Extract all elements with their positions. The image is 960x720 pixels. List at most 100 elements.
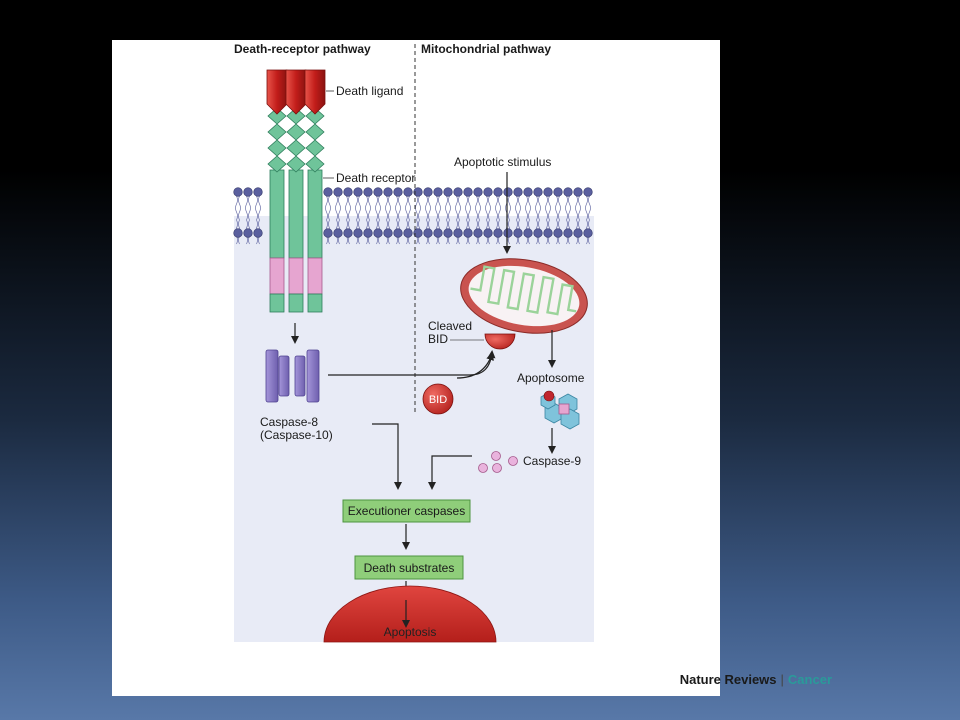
receptor-domain-diamond <box>286 139 306 157</box>
receptor-domain-diamond <box>267 139 287 157</box>
receptor-domain-diamond <box>286 155 306 173</box>
lipid-head <box>383 228 393 238</box>
receptor-extracellular-domain <box>267 107 325 173</box>
lipid-head <box>403 187 413 197</box>
death-receptor-complex <box>266 69 326 313</box>
lipid-head <box>473 187 483 197</box>
lipid-head <box>523 228 533 238</box>
lipid-head <box>553 187 563 197</box>
lipid-head <box>493 228 503 238</box>
lipid-head <box>583 187 593 197</box>
lipid-head <box>423 228 433 238</box>
lipid-head <box>383 187 393 197</box>
lipid-head <box>463 187 473 197</box>
lipid-head <box>353 228 363 238</box>
mitochondrial-pathway-heading: Mitochondrial pathway <box>421 42 551 56</box>
caspase-8-label: Caspase-8 <box>260 415 318 429</box>
death-receptor-label: Death receptor <box>336 171 415 185</box>
lipid-head <box>343 228 353 238</box>
lipid-head <box>503 187 513 197</box>
lipid-head <box>533 228 543 238</box>
cleaved-label: Cleaved <box>428 319 472 333</box>
lipid-head <box>513 228 523 238</box>
lipid-head <box>333 187 343 197</box>
death-ligand <box>266 69 326 115</box>
lipid-head <box>443 228 453 238</box>
lipid-head <box>503 228 513 238</box>
lipid-head <box>473 228 483 238</box>
caspase-9-label: Caspase-9 <box>523 454 581 468</box>
caspase-10-label: (Caspase-10) <box>260 428 333 442</box>
apoptosome-icon <box>540 390 580 430</box>
source-credit: Nature Reviews|Cancer <box>680 672 832 687</box>
lipid-head <box>573 228 583 238</box>
journal-name: Nature Reviews <box>679 672 777 687</box>
receptor-domain-diamond <box>286 123 306 141</box>
lipid-head <box>373 228 383 238</box>
lipid-head <box>483 187 493 197</box>
lipid-head <box>373 187 383 197</box>
lipid-head <box>573 187 583 197</box>
lipid-head <box>413 228 423 238</box>
bid-label: BID <box>429 394 447 406</box>
lipid-head <box>543 228 553 238</box>
lipid-head <box>393 228 403 238</box>
apoptosis-label: Apoptosis <box>384 625 437 639</box>
lipid-head <box>433 228 443 238</box>
receptor-domain-diamond <box>267 155 287 173</box>
lipid-head <box>253 187 263 197</box>
receptor-domain-diamond <box>305 139 325 157</box>
lipid-head <box>443 187 453 197</box>
lipid-head <box>533 187 543 197</box>
lipid-head <box>463 228 473 238</box>
executioner-caspases-label: Executioner caspases <box>348 504 465 518</box>
lipid-head <box>353 187 363 197</box>
lipid-head <box>563 228 573 238</box>
mitochondrion-icon <box>460 258 588 334</box>
bid-line-label: BID <box>428 332 448 346</box>
lipid-head <box>363 187 373 197</box>
lipid-head <box>253 228 263 238</box>
lipid-head <box>493 187 503 197</box>
lipid-head <box>333 228 343 238</box>
apoptosome-label: Apoptosome <box>517 371 585 385</box>
lipid-head <box>433 187 443 197</box>
caspase8-to-executioner-arrow <box>372 423 402 490</box>
lipid-head <box>393 187 403 197</box>
receptor-domain-diamond <box>305 155 325 173</box>
death-substrates-label: Death substrates <box>364 561 455 575</box>
lipid-head <box>323 187 333 197</box>
apoptotic-stimulus-label: Apoptotic stimulus <box>454 155 551 169</box>
lipid-head <box>323 228 333 238</box>
lipid-head <box>453 228 463 238</box>
journal-section: Cancer <box>787 672 832 687</box>
lipid-head <box>423 187 433 197</box>
apoptosis-cell <box>323 585 497 643</box>
credit-separator: | <box>780 672 784 687</box>
death-receptor <box>269 169 323 313</box>
lipid-head <box>243 187 253 197</box>
caspase-9-icon <box>478 451 518 473</box>
executioner-caspases-box <box>342 499 471 523</box>
caspase9-to-executioner-arrow <box>428 455 472 490</box>
lipid-head <box>243 228 253 238</box>
lipid-head <box>483 228 493 238</box>
lipid-head <box>543 187 553 197</box>
death-receptor-pathway-heading: Death-receptor pathway <box>234 42 371 56</box>
lipid-head <box>403 228 413 238</box>
lipid-head <box>343 187 353 197</box>
apoptosis-pathway-diagram: Death-receptor pathway Mitochondrial pat… <box>233 42 594 643</box>
lipid-head <box>233 228 243 238</box>
receptor-domain-diamond <box>305 123 325 141</box>
lipid-head <box>453 187 463 197</box>
lipid-head <box>583 228 593 238</box>
bid-icon <box>422 383 454 415</box>
figure-card: Death-receptor pathway Mitochondrial pat… <box>112 40 720 696</box>
cell-membrane <box>233 187 593 245</box>
lipid-head <box>513 187 523 197</box>
lipid-head <box>233 187 243 197</box>
death-ligand-label: Death ligand <box>336 84 403 98</box>
lipid-head <box>563 187 573 197</box>
cleaved-bid-icon <box>484 333 516 350</box>
lipid-head <box>413 187 423 197</box>
